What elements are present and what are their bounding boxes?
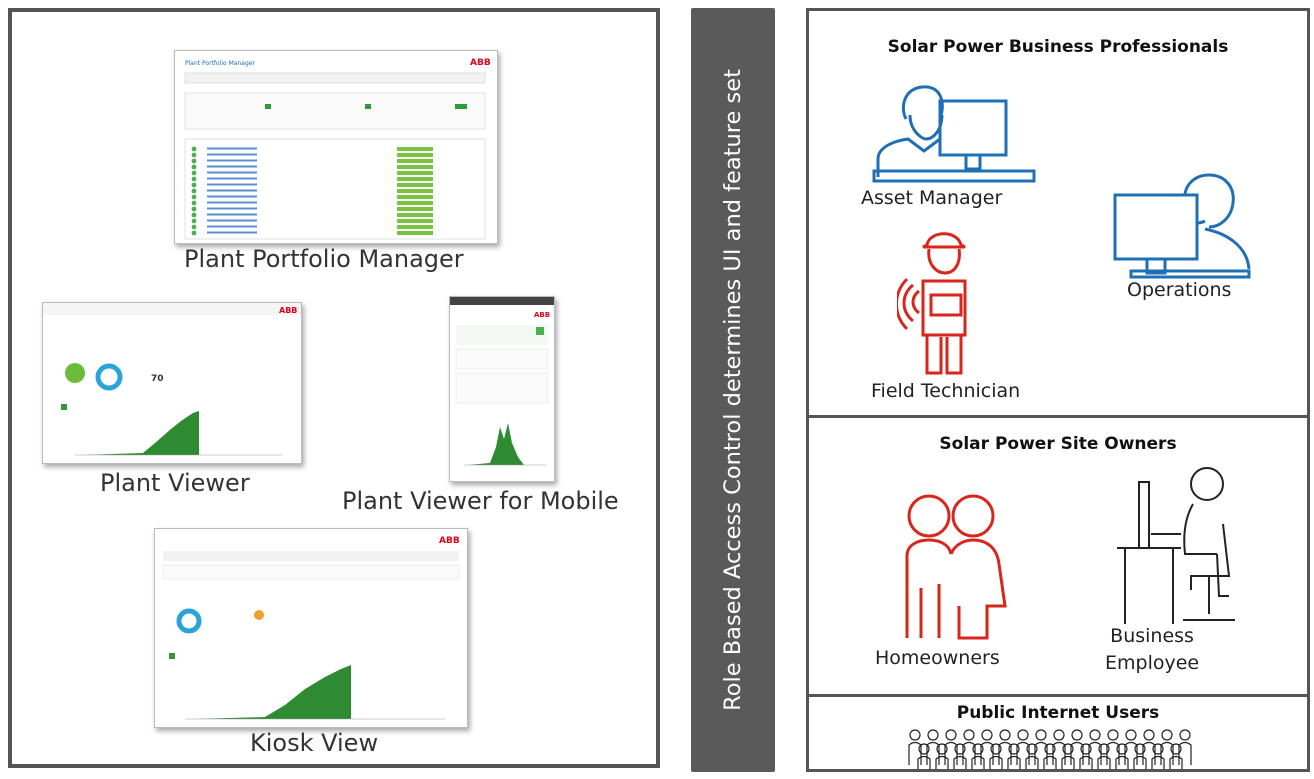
kiosk-view-label: Kiosk View bbox=[250, 729, 379, 757]
right-panel: Solar Power Business Professionals Asset… bbox=[806, 8, 1310, 772]
homeowners-label: Homeowners bbox=[875, 647, 1000, 669]
ppm-screen-graphic: Plant Portfolio Manager ABB bbox=[184, 58, 491, 240]
business-employee-label: Business Employee bbox=[1105, 625, 1200, 674]
kiosk-view-screenshot: ABB bbox=[154, 528, 468, 728]
asset-manager-label: Asset Manager bbox=[861, 187, 1003, 209]
section-public-users: Public Internet Users bbox=[809, 697, 1307, 769]
section-business-professionals: Solar Power Business Professionals Asset… bbox=[809, 11, 1307, 415]
plant-viewer-label: Plant Viewer bbox=[100, 469, 250, 497]
pvm-screen-graphic: ABB bbox=[450, 297, 554, 466]
kiosk-screen-graphic: ABB bbox=[162, 536, 460, 720]
public-users-crowd-icon bbox=[908, 729, 1192, 769]
section-divider-1 bbox=[809, 415, 1307, 418]
pvm-abb-logo: ABB bbox=[534, 311, 550, 319]
section-title: Public Internet Users bbox=[956, 703, 1160, 723]
section-site-owners: Solar Power Site Owners Homeowners bbox=[809, 418, 1307, 694]
field-technician-label: Field Technician bbox=[871, 380, 1021, 402]
plant-viewer-mobile-label: Plant Viewer for Mobile bbox=[342, 487, 619, 515]
plant-portfolio-manager-screenshot: Plant Portfolio Manager ABB bbox=[174, 50, 498, 244]
asset-manager-icon bbox=[872, 85, 1036, 183]
rbac-band-text: Role Based Access Control determines UI … bbox=[720, 69, 746, 711]
pv-gauge-value: 70 bbox=[151, 374, 164, 384]
plant-viewer-mobile-screenshot: ABB bbox=[449, 296, 555, 482]
pv-abb-logo: ABB bbox=[279, 306, 297, 315]
section-title: Solar Power Business Professionals bbox=[887, 37, 1229, 57]
pv-screen-graphic: ABB 70 bbox=[43, 303, 301, 456]
rbac-band: Role Based Access Control determines UI … bbox=[691, 8, 775, 772]
homeowners-icon bbox=[905, 494, 1007, 640]
plant-portfolio-manager-label: Plant Portfolio Manager bbox=[184, 245, 464, 273]
section-title: Solar Power Site Owners bbox=[939, 434, 1177, 454]
operations-label: Operations bbox=[1127, 279, 1232, 301]
plant-viewer-screenshot: ABB 70 bbox=[42, 302, 302, 464]
left-panel: Plant Portfolio Manager ABB Plant Portfo… bbox=[8, 8, 660, 768]
kiosk-abb-logo: ABB bbox=[439, 536, 460, 546]
section-divider-2 bbox=[809, 694, 1307, 697]
ppm-screen-title: Plant Portfolio Manager bbox=[185, 60, 255, 67]
field-technician-icon bbox=[897, 232, 967, 375]
business-employee-icon bbox=[1117, 467, 1235, 624]
abb-logo: ABB bbox=[470, 58, 491, 68]
operations-icon bbox=[1113, 173, 1251, 279]
